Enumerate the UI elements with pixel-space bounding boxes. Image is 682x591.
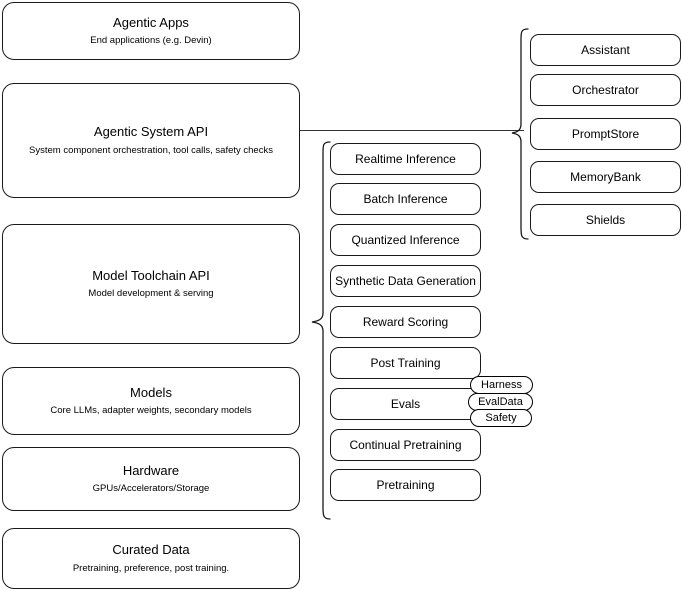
layer-subtitle: Model development & serving xyxy=(88,288,214,300)
layer-title: Model Toolchain API xyxy=(92,267,210,283)
eval-tag-safety[interactable]: Safety xyxy=(470,409,532,427)
component-memorybank[interactable]: MemoryBank xyxy=(530,161,681,193)
capability-label: Pretraining xyxy=(376,477,435,492)
layer-title: Hardware xyxy=(122,462,180,478)
capability-label: Batch Inference xyxy=(363,191,448,206)
capability-quantized-inference[interactable]: Quantized Inference xyxy=(330,224,481,256)
component-label: MemoryBank xyxy=(570,169,641,184)
capability-label: Synthetic Data Generation xyxy=(335,273,476,288)
capability-label: Post Training xyxy=(370,355,441,370)
capability-evals[interactable]: Evals xyxy=(330,388,481,420)
layer-title: Agentic Apps xyxy=(113,14,189,30)
layer-title: Curated Data xyxy=(112,542,190,558)
capability-synthetic-data-generation[interactable]: Synthetic Data Generation xyxy=(330,265,481,297)
brace-toolchain-capabilities xyxy=(311,141,331,520)
layer-title: Models xyxy=(130,384,172,400)
capability-realtime-inference[interactable]: Realtime Inference xyxy=(330,143,481,175)
eval-tag-label: Harness xyxy=(481,379,522,391)
connector-system-api-to-components xyxy=(300,130,524,132)
component-orchestrator[interactable]: Orchestrator xyxy=(530,74,681,106)
component-promptstore[interactable]: PromptStore xyxy=(530,118,681,150)
capability-label: Reward Scoring xyxy=(362,314,449,329)
component-shields[interactable]: Shields xyxy=(530,204,681,236)
component-label: Orchestrator xyxy=(572,82,639,97)
component-label: PromptStore xyxy=(571,126,640,141)
capability-reward-scoring[interactable]: Reward Scoring xyxy=(330,306,481,338)
layer-model-toolchain-api[interactable]: Model Toolchain API Model development & … xyxy=(2,224,300,344)
brace-system-components xyxy=(511,28,529,240)
capability-continual-pretraining[interactable]: Continual Pretraining xyxy=(330,429,481,461)
component-assistant[interactable]: Assistant xyxy=(530,34,681,66)
capability-post-training[interactable]: Post Training xyxy=(330,347,481,379)
eval-tag-label: EvalData xyxy=(478,396,523,408)
capability-batch-inference[interactable]: Batch Inference xyxy=(330,183,481,215)
eval-tag-label: Safety xyxy=(485,412,517,424)
capability-pretraining[interactable]: Pretraining xyxy=(330,469,481,501)
layer-agentic-system-api[interactable]: Agentic System API System component orch… xyxy=(2,83,300,198)
capability-label: Evals xyxy=(390,396,421,411)
layer-curated-data[interactable]: Curated Data Pretraining, preference, po… xyxy=(2,528,300,589)
layer-subtitle: GPUs/Accelerators/Storage xyxy=(92,483,210,495)
layer-models[interactable]: Models Core LLMs, adapter weights, secon… xyxy=(2,367,300,435)
eval-tag-harness[interactable]: Harness xyxy=(470,376,533,394)
layer-subtitle: End applications (e.g. Devin) xyxy=(90,35,212,47)
layer-subtitle: System component orchestration, tool cal… xyxy=(29,144,273,156)
capability-label: Realtime Inference xyxy=(355,151,456,166)
layer-subtitle: Core LLMs, adapter weights, secondary mo… xyxy=(50,405,252,417)
layer-title: Agentic System API xyxy=(93,124,209,140)
layer-hardware[interactable]: Hardware GPUs/Accelerators/Storage xyxy=(2,447,300,511)
layer-agentic-apps[interactable]: Agentic Apps End applications (e.g. Devi… xyxy=(2,2,300,60)
component-label: Shields xyxy=(585,212,626,227)
capability-label: Continual Pretraining xyxy=(349,437,462,452)
layer-subtitle: Pretraining, preference, post training. xyxy=(72,562,230,574)
capability-label: Quantized Inference xyxy=(351,232,460,247)
component-label: Assistant xyxy=(581,42,630,57)
